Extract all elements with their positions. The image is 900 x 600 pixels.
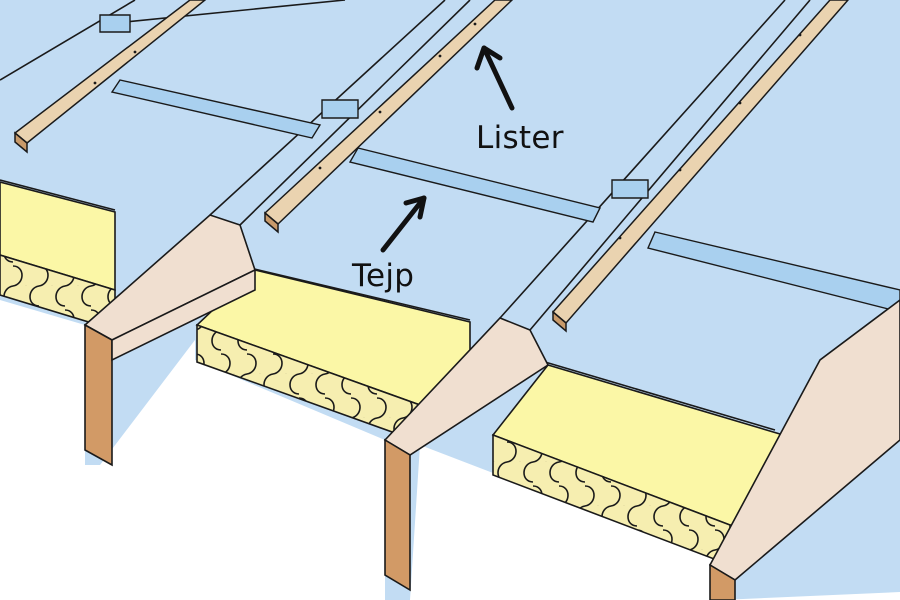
wooden-battens (13, 0, 849, 333)
arrow-up-right-icon (380, 195, 427, 253)
arrow-up-left-icon (474, 45, 515, 111)
batten-nails (93, 22, 802, 240)
tape-strips (99, 14, 900, 313)
insulation-tops (0, 181, 791, 526)
label-tejp: Tejp (352, 258, 415, 294)
floor-joists (83, 214, 900, 600)
label-lister: Lister (476, 120, 564, 156)
